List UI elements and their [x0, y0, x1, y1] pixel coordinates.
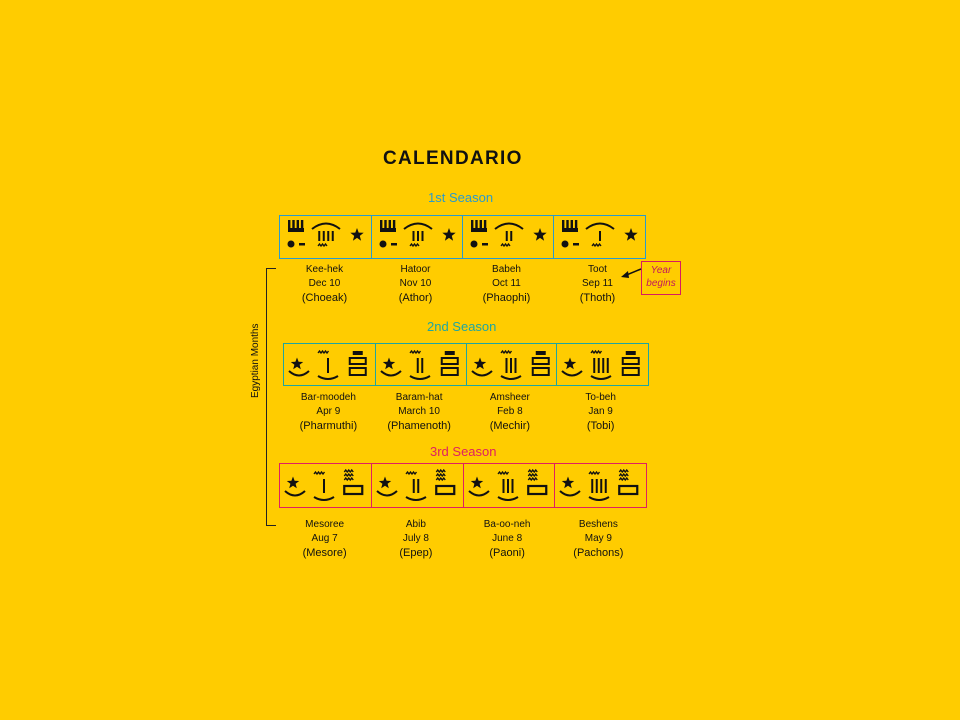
- month-coptic: (Epep): [399, 547, 433, 559]
- month-glyph-cell: [374, 344, 466, 385]
- hieroglyph-icon: [470, 349, 550, 380]
- month-glyph-cell: [462, 216, 553, 258]
- month-date: Sep 11: [582, 278, 613, 289]
- month-date: Dec 10: [308, 278, 341, 289]
- month-name: Baram-hat: [395, 392, 443, 403]
- season-row-3: [279, 463, 647, 508]
- month-name: Babeh: [492, 264, 521, 275]
- month-date: Nov 10: [399, 278, 432, 289]
- hieroglyph-icon: [288, 349, 367, 380]
- month-name: Hatoor: [400, 264, 431, 275]
- month-date: May 9: [584, 533, 612, 544]
- month-coptic: (Mesore): [302, 547, 347, 559]
- hieroglyph-icon: [376, 468, 456, 501]
- hieroglyph-icon: [561, 349, 640, 380]
- month-name: Toot: [588, 264, 607, 275]
- month-date: March 10: [398, 406, 440, 417]
- month-coptic: (Phaophi): [482, 292, 531, 304]
- month-name: Ba-oo-neh: [483, 519, 531, 530]
- month-coptic: (Thoth): [579, 292, 616, 304]
- month-glyph-cell: [556, 344, 647, 385]
- month-date: Jan 9: [588, 406, 613, 417]
- month-coptic: (Phamenoth): [387, 420, 451, 432]
- hieroglyph-icon: [561, 220, 638, 248]
- hieroglyph-icon: [470, 220, 547, 248]
- months-bracket: [266, 268, 276, 526]
- month-glyph-cell: [462, 464, 554, 507]
- year-begins-arrow-icon: [621, 268, 642, 278]
- season-title-1: 1st Season: [428, 190, 494, 205]
- month-coptic: (Athor): [398, 292, 433, 304]
- month-coptic: (Pachons): [573, 547, 624, 559]
- month-glyph-cell: [553, 216, 644, 258]
- month-name: Beshens: [578, 519, 618, 530]
- month-coptic: (Choeak): [301, 292, 348, 304]
- month-glyph-cell: [280, 216, 371, 258]
- month-coptic: (Tobi): [586, 420, 615, 432]
- month-glyph-cell: [465, 344, 557, 385]
- month-glyph-cell: [280, 464, 371, 507]
- month-glyph-cell: [371, 464, 462, 507]
- month-date: Apr 9: [316, 406, 341, 417]
- year-begins-line1: Year: [650, 265, 672, 276]
- month-glyph-cell: [553, 464, 645, 507]
- year-begins-note: Year begins: [641, 261, 681, 295]
- month-name: Bar-moodeh: [300, 392, 356, 403]
- month-date: July 8: [402, 533, 429, 544]
- month-date: Oct 11: [492, 278, 521, 289]
- year-begins-line2: begins: [646, 278, 676, 289]
- month-date: Feb 8: [497, 406, 523, 417]
- hieroglyph-icon: [559, 468, 639, 501]
- hieroglyph-icon: [284, 468, 364, 501]
- hieroglyph-icon: [287, 220, 364, 248]
- month-name: Abib: [405, 519, 426, 530]
- month-date: Aug 7: [311, 533, 338, 544]
- month-coptic: (Mechir): [489, 420, 531, 432]
- month-name: Amsheer: [489, 392, 530, 403]
- month-glyph-cell: [371, 216, 462, 258]
- hieroglyph-icon: [379, 220, 456, 248]
- season-title-3: 3rd Season: [430, 444, 497, 459]
- season-row-1: [279, 215, 646, 259]
- month-date: June 8: [492, 533, 523, 544]
- hieroglyph-icon: [380, 349, 459, 380]
- hieroglyph-icon: [467, 468, 547, 501]
- month-coptic: (Pharmuthi): [299, 420, 358, 432]
- month-coptic: (Paoni): [489, 547, 525, 559]
- season-title-2: 2nd Season: [427, 319, 497, 334]
- slide-title: CALENDARIO: [383, 148, 523, 169]
- month-glyph-cell: [284, 344, 375, 385]
- egyptian-months-label: Egyptian Months: [250, 323, 261, 399]
- month-name: Mesoree: [305, 519, 345, 530]
- month-name: To-beh: [585, 392, 616, 403]
- month-name: Kee-hek: [305, 264, 344, 275]
- season-row-2: [283, 343, 649, 386]
